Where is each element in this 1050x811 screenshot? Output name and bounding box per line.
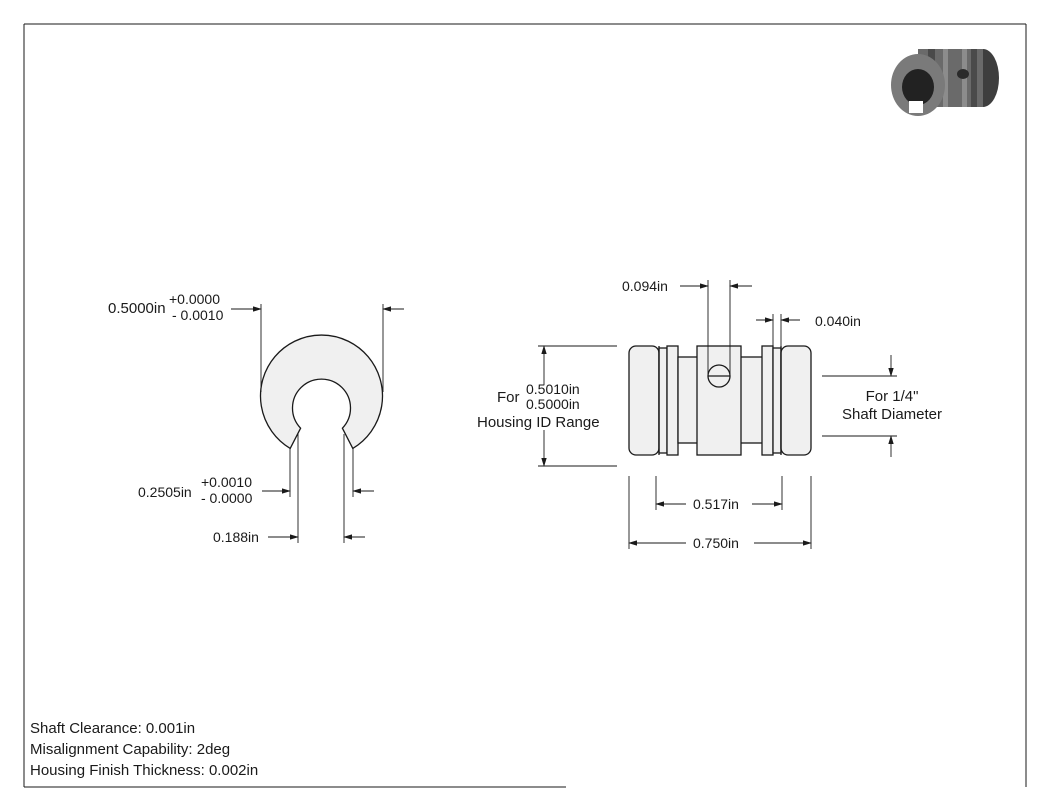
inner-length-label: 0.517in (693, 496, 739, 512)
bearing-left-flange (628, 345, 660, 456)
right-view-dimensions (538, 280, 897, 549)
bearing-thumbnail-icon (891, 49, 999, 116)
sheet-border (23, 23, 1027, 788)
od-nominal-label: 0.5000in (108, 300, 166, 317)
overall-length-label: 0.750in (693, 535, 739, 551)
id-tolerance-minus: - 0.0000 (201, 490, 253, 506)
id-nominal-label: 0.2505in (138, 484, 192, 500)
spec-notes: Shaft Clearance: 0.001in Misalignment Ca… (30, 718, 258, 781)
shaft-line1-label: For 1/4" (865, 388, 919, 405)
housing-for-label: For (497, 389, 520, 406)
shaft-clearance-note: Shaft Clearance: 0.001in (30, 720, 196, 737)
housing-max-label: 0.5010in (526, 381, 580, 397)
bearing-right-flange (780, 345, 812, 456)
groove-width-label: 0.040in (815, 313, 861, 329)
housing-finish-note: Housing Finish Thickness: 0.002in (30, 762, 259, 779)
cross-section-view (259, 334, 384, 450)
hole-width-label: 0.094in (622, 278, 668, 294)
slot-width-label: 0.188in (213, 529, 259, 545)
od-tolerance-plus: +0.0000 (169, 291, 220, 307)
housing-min-label: 0.5000in (526, 396, 580, 412)
id-tolerance-plus: +0.0010 (201, 474, 252, 490)
od-tolerance-minus: - 0.0010 (172, 307, 224, 323)
shaft-line2-label: Shaft Diameter (841, 406, 943, 423)
left-view-dimensions (231, 304, 404, 543)
housing-range-label: Housing ID Range (477, 414, 600, 431)
side-profile-view (628, 345, 812, 456)
misalignment-note: Misalignment Capability: 2deg (30, 741, 231, 758)
